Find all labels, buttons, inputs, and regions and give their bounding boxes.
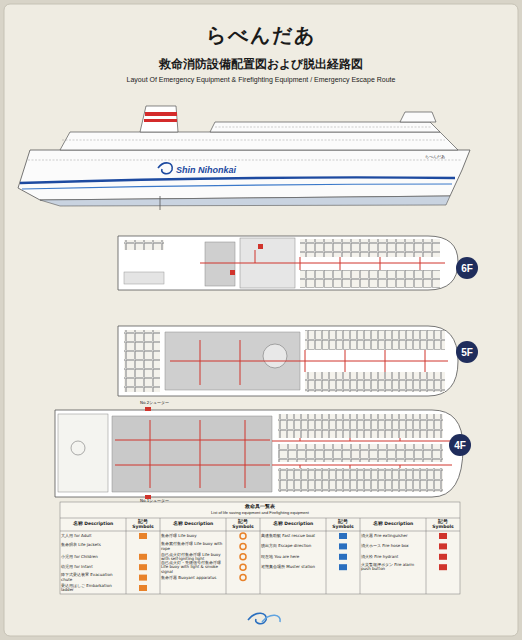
plan-label: No.2シューター	[140, 400, 200, 405]
deck-5f	[118, 326, 458, 396]
legend-text: 救命索付救命浮環 Life buoy with rope	[161, 542, 225, 552]
deck-number-circle: 4F	[449, 434, 471, 456]
table-header: 名称 Description	[261, 519, 325, 530]
table-header: 名称 Description	[61, 519, 125, 530]
legend-text: 脱出方向 Escape direction	[261, 542, 325, 552]
legend-symbol	[240, 543, 246, 549]
legend-text: 小児用 for Children	[61, 552, 125, 562]
legend-symbol	[339, 554, 347, 560]
table-header: 記号 Symbols	[427, 519, 459, 530]
legend-text: 降下式乗込装置 Evacuation chute	[61, 573, 125, 583]
table-header: 名称 Description	[161, 519, 225, 530]
table-header: 名称 Description	[361, 519, 425, 530]
legend-text: 消火器 Fire extinguisher	[361, 532, 425, 542]
table-header: 記号 Symbols	[127, 519, 159, 530]
deck-number-circle: 6F	[456, 257, 478, 279]
legend-symbol	[240, 533, 246, 539]
legend-symbol	[439, 564, 447, 570]
deck-number: 4F	[454, 440, 466, 451]
legend-symbol	[139, 585, 147, 591]
legend-symbol	[439, 554, 447, 560]
legend-text: 火災警報押ボタン Fire alarm push button	[361, 563, 425, 573]
legend-text: 消火ホース Fire hose box	[361, 542, 425, 552]
legend-symbol	[139, 554, 147, 560]
legend-text: 自己点火灯付救命浮環 Life buoy with self-igniting …	[161, 552, 225, 562]
legend-text: 救命浮器 Buoyant apparatus	[161, 573, 225, 583]
legend-symbol	[240, 554, 246, 560]
sign-subtitle: Layout Of Emergency Equipment & Firefigh…	[21, 76, 501, 83]
bottom-logo	[248, 613, 280, 623]
brand-name: Shin Nihonkai	[176, 165, 256, 175]
legend-text: 避難集合場所 Muster station	[261, 563, 325, 573]
deck-number: 6F	[461, 263, 473, 274]
deck-number-circle: 5F	[456, 341, 478, 363]
legend-symbol	[339, 533, 347, 539]
legend-symbol	[240, 564, 246, 570]
legend-symbol	[139, 575, 147, 581]
sign-subtitle: 救命消防設備配置図および脱出経路図	[31, 56, 491, 73]
legend-symbol	[439, 533, 447, 539]
legend-text: 大人用 for Adult	[61, 532, 125, 542]
legend-text: 現在地 You are here	[261, 552, 325, 562]
deck-6f	[118, 236, 458, 290]
plan-label: List of life saving equipment and Firefi…	[60, 510, 460, 515]
legend-symbol	[339, 543, 347, 549]
legend-symbols	[139, 533, 447, 591]
plan-label: らべんだあ	[425, 154, 465, 159]
sign-board	[4, 4, 518, 636]
legend-symbol	[439, 543, 447, 549]
legend-symbol	[339, 564, 347, 570]
legend-symbol	[139, 533, 147, 539]
legend-text: 消火栓 Fire hydrant	[361, 552, 425, 562]
deck-4f	[55, 407, 463, 499]
deck-number: 5F	[461, 347, 473, 358]
legend-text: 自己点火灯・発煙信号付救命浮環 Life buoy with light & s…	[161, 563, 225, 573]
table-cell: 救命胴衣 Life jackets	[61, 541, 125, 550]
table-header: 記号 Symbols	[327, 519, 359, 530]
sign-title: らべんだあ	[61, 22, 461, 49]
legend-text: 救命浮環 Life buoy	[161, 532, 225, 542]
legend-table	[60, 502, 460, 594]
ship-illustration	[18, 106, 470, 210]
plan-label: 救命具一覧表	[60, 503, 460, 509]
table-header: 記号 Symbols	[227, 519, 259, 530]
legend-text: 乗込用はしご Embarkation ladder	[61, 584, 125, 594]
plan-label: No.1シューター	[140, 498, 200, 503]
legend-text: 幼児用 for Infant	[61, 563, 125, 573]
legend-symbol	[139, 564, 147, 570]
legend-text: 高速救助艇 Fast rescue boat	[261, 532, 325, 542]
legend-symbol	[240, 575, 246, 581]
